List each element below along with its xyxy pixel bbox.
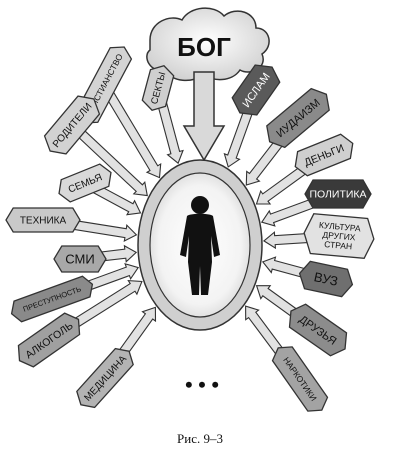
label-box-politika: ПОЛИТИКА [304,179,372,209]
center-label: БОГ [177,32,231,62]
influence-tehnika: ТЕХНИКА [5,207,138,242]
influence-sekty: СЕКТЫ [141,65,184,165]
label-politika: ПОЛИТИКА [309,189,366,201]
influence-roditeli: РОДИТЕЛИ [43,95,148,197]
person-ring [137,159,263,331]
figure-caption: Рис. 9–3 [177,431,223,446]
label-vuz: ВУЗ [313,269,340,289]
label-box-kultura: КУЛЬТУРАДРУГИХСТРАН [303,213,375,259]
label-kultura: КУЛЬТУРАДРУГИХСТРАН [317,220,362,252]
influence-prestupnost: ПРЕСТУПНОСТЬ [10,262,140,323]
label-box-medicina: МЕДИЦИНА [76,347,134,409]
influence-kultura: КУЛЬТУРАДРУГИХСТРАН [262,213,375,259]
ellipsis: • • • [185,372,219,397]
label-tehnika: ТЕХНИКА [20,216,67,227]
influence-islam: ИСЛАМ [223,64,281,168]
arrow-god [182,71,226,162]
person-silhouette-icon [180,196,220,295]
influence-vuz: ВУЗ [261,256,354,298]
label-box-vuz: ВУЗ [298,260,354,298]
label-box-islam: ИСЛАМ [231,64,281,116]
label-box-smi: СМИ [53,245,107,273]
arrow-sekty [155,96,184,165]
label-smi: СМИ [65,252,94,267]
god-cloud: БОГ [146,7,270,82]
label-box-sekty: СЕКТЫ [141,65,175,111]
arrow-hristianstvo [104,91,162,179]
label-box-semya: СЕМЬЯ [58,163,112,203]
influence-dengi: ДЕНЬГИ [255,133,354,205]
influence-druzya: ДРУЗЬЯ [255,285,348,357]
label-box-narkotiki: НАРКОТИКИ [271,346,329,412]
arrow-roditeli [77,129,148,197]
label-box-dengi: ДЕНЬГИ [294,133,354,177]
label-box-prestupnost: ПРЕСТУПНОСТЬ [10,275,94,323]
influence-semya: СЕМЬЯ [58,163,142,216]
label-box-tehnika: ТЕХНИКА [5,207,81,233]
influence-politika: ПОЛИТИКА [260,179,372,227]
influence-smi: СМИ [53,244,138,273]
